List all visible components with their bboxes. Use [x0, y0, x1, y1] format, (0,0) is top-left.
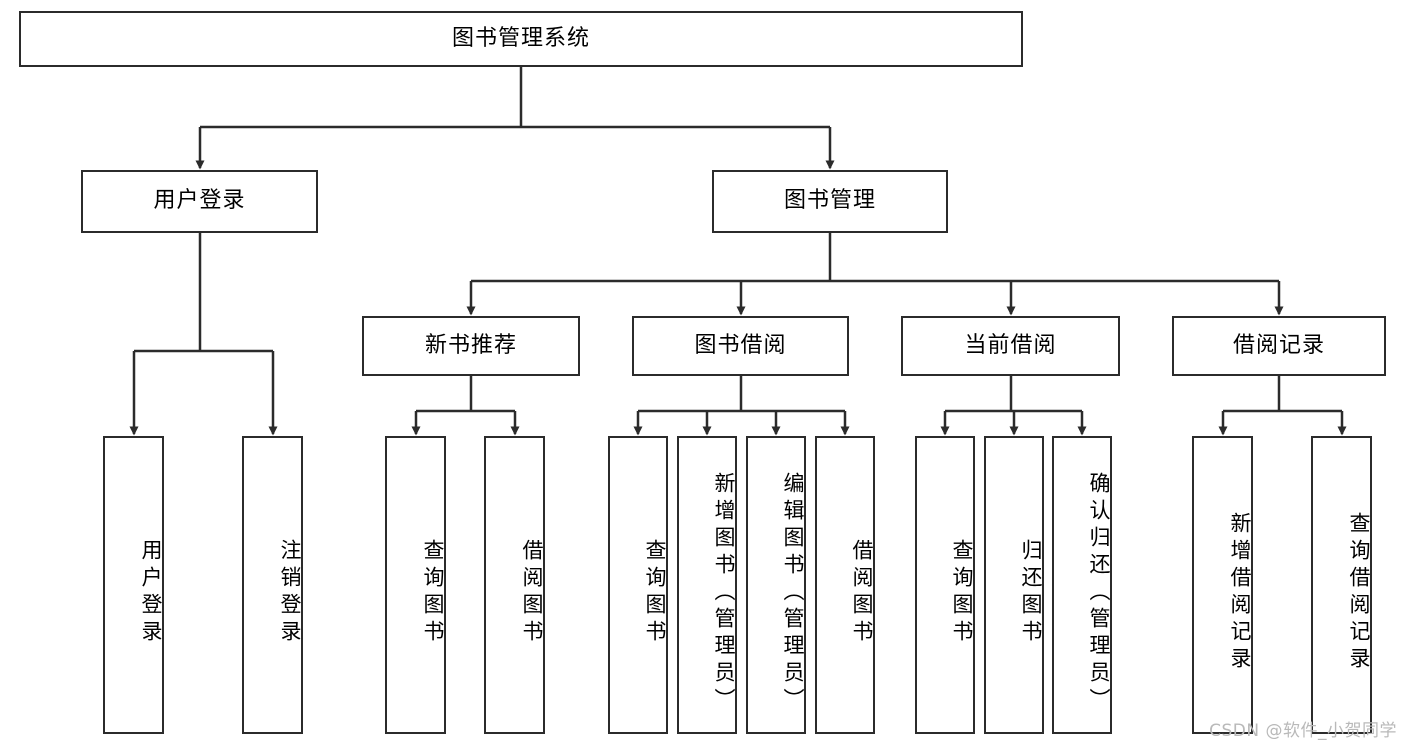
node-leaf-borrow-book-rec[interactable]: 借阅图书	[484, 436, 545, 734]
node-leaf-borrow-book-rec-label: 借阅图书	[520, 539, 544, 647]
node-leaf-query-borrow-record[interactable]: 查询借阅记录	[1311, 436, 1372, 734]
node-user-login[interactable]: 用户登录	[81, 170, 318, 233]
node-new-book-recommend-label: 新书推荐	[424, 332, 517, 358]
node-leaf-user-login-label: 用户登录	[139, 539, 163, 647]
node-leaf-query-book-borrow-label: 查询图书	[643, 539, 667, 647]
node-current-borrow[interactable]: 当前借阅	[901, 316, 1120, 376]
node-current-borrow-label: 当前借阅	[964, 332, 1057, 358]
node-leaf-borrow-book[interactable]: 借阅图书	[815, 436, 875, 734]
node-leaf-add-book[interactable]: 新增图书（管理员）	[677, 436, 737, 734]
node-leaf-add-borrow-record[interactable]: 新增借阅记录	[1192, 436, 1253, 734]
node-leaf-confirm-return-label: 确认归还（管理员）	[1087, 471, 1111, 715]
node-borrow-record-label: 借阅记录	[1232, 332, 1325, 358]
node-leaf-user-logout[interactable]: 注销登录	[242, 436, 303, 734]
node-root-label: 图书管理系统	[451, 25, 590, 51]
node-leaf-query-borrow-record-label: 查询借阅记录	[1347, 512, 1371, 674]
node-new-book-recommend[interactable]: 新书推荐	[362, 316, 580, 376]
node-leaf-confirm-return[interactable]: 确认归还（管理员）	[1052, 436, 1112, 734]
node-borrow-record[interactable]: 借阅记录	[1172, 316, 1386, 376]
node-leaf-query-book-rec-label: 查询图书	[421, 539, 445, 647]
node-leaf-query-book-borrow[interactable]: 查询图书	[608, 436, 668, 734]
node-book-borrow-label: 图书借阅	[694, 332, 787, 358]
node-leaf-query-book-current-label: 查询图书	[950, 539, 974, 647]
node-leaf-query-book-current[interactable]: 查询图书	[915, 436, 975, 734]
node-leaf-edit-book[interactable]: 编辑图书（管理员）	[746, 436, 806, 734]
node-leaf-return-book[interactable]: 归还图书	[984, 436, 1044, 734]
node-leaf-user-logout-label: 注销登录	[278, 539, 302, 647]
node-leaf-query-book-rec[interactable]: 查询图书	[385, 436, 446, 734]
node-leaf-add-borrow-record-label: 新增借阅记录	[1228, 512, 1252, 674]
node-root[interactable]: 图书管理系统	[19, 11, 1023, 67]
node-leaf-user-login[interactable]: 用户登录	[103, 436, 164, 734]
node-leaf-return-book-label: 归还图书	[1019, 539, 1043, 647]
node-book-manage-label: 图书管理	[783, 188, 876, 214]
node-leaf-edit-book-label: 编辑图书（管理员）	[781, 471, 805, 715]
csdn-watermark: CSDN @软件_小贺同学	[1209, 721, 1397, 741]
node-user-login-label: 用户登录	[153, 188, 246, 214]
node-leaf-borrow-book-label: 借阅图书	[850, 539, 874, 647]
node-book-manage[interactable]: 图书管理	[712, 170, 948, 233]
node-book-borrow[interactable]: 图书借阅	[632, 316, 849, 376]
node-leaf-add-book-label: 新增图书（管理员）	[712, 471, 736, 715]
